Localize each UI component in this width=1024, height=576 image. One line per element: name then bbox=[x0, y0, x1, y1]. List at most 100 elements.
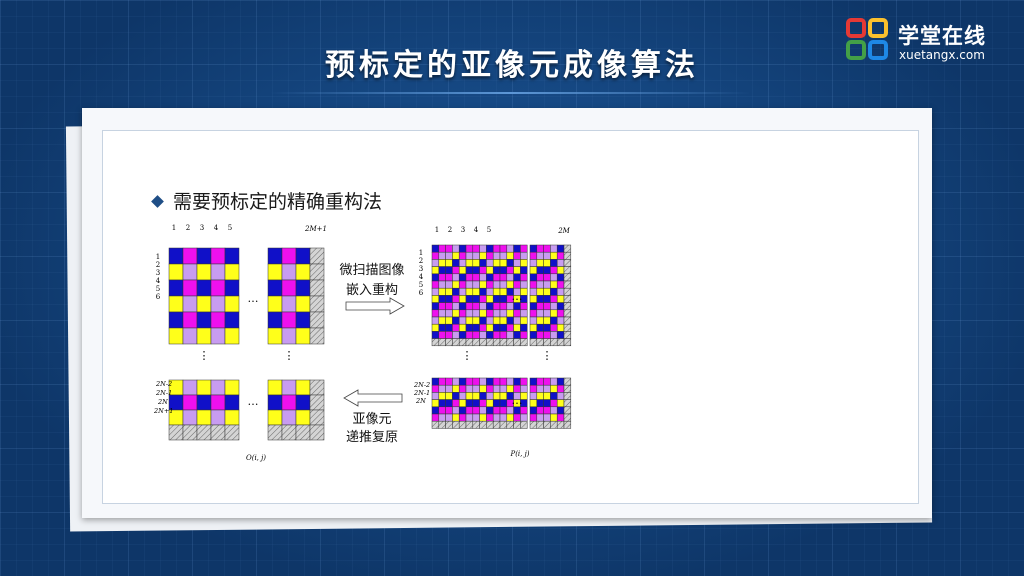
grid-cell bbox=[452, 413, 460, 422]
grid-cell bbox=[168, 263, 184, 281]
grid-cell bbox=[465, 287, 474, 296]
arrow-left-label-1: 亚像元 bbox=[352, 412, 391, 427]
xuetangx-logo[interactable]: 学堂在线 xuetangx.com bbox=[846, 18, 1016, 66]
grid-cell bbox=[520, 251, 528, 260]
grid-cell bbox=[499, 309, 508, 318]
grid-cell bbox=[550, 309, 558, 318]
grid-cell bbox=[550, 316, 558, 325]
grid-cell bbox=[438, 377, 446, 386]
grid-cell bbox=[529, 266, 538, 275]
right-last-col-label: 2M bbox=[557, 227, 570, 235]
grid-cell bbox=[513, 309, 521, 318]
grid-cell bbox=[556, 316, 565, 325]
grid-cell bbox=[536, 295, 544, 303]
grid-cell bbox=[536, 266, 544, 275]
grid-cell bbox=[295, 247, 311, 265]
grid-cell bbox=[499, 413, 508, 422]
right-caption: P(i, j) bbox=[509, 450, 529, 458]
grid-cell bbox=[465, 316, 474, 325]
grid-cell bbox=[499, 259, 508, 267]
grid-cell bbox=[452, 331, 460, 339]
grid-cell bbox=[543, 309, 551, 318]
grid-cell bbox=[529, 323, 538, 332]
right-col-num: 5 bbox=[487, 226, 491, 234]
grid-cell bbox=[563, 273, 572, 282]
grid-cell bbox=[499, 323, 508, 332]
grid-cell bbox=[556, 406, 565, 415]
grid-cell bbox=[529, 251, 538, 260]
grid-cell bbox=[563, 295, 572, 303]
grid-cell bbox=[431, 287, 440, 296]
row-num: 6 bbox=[156, 293, 161, 301]
grid-cell bbox=[499, 287, 508, 296]
grid-cell bbox=[431, 323, 440, 332]
grid-cell bbox=[486, 287, 494, 296]
grid-cell bbox=[492, 323, 501, 332]
grid-cell bbox=[520, 377, 528, 386]
grid-cell bbox=[563, 377, 572, 386]
grid-cell bbox=[479, 295, 487, 303]
right-col-num: 2 bbox=[448, 226, 452, 234]
grid-cell bbox=[168, 295, 184, 313]
grid-cell bbox=[492, 287, 501, 296]
right-col-num: 1 bbox=[435, 226, 439, 234]
grid-cell bbox=[492, 338, 501, 347]
grid-cell bbox=[513, 244, 521, 253]
grid-cell bbox=[506, 338, 514, 347]
grid-cell bbox=[438, 413, 446, 422]
grid-cell bbox=[492, 384, 501, 393]
reconstruction-diagram: 1 2 3 4 5 2M+1 1 2 3 4 5 2M 1 2 3 4 5 6 … bbox=[153, 224, 572, 462]
grid-cell bbox=[431, 251, 440, 260]
grid-cell bbox=[452, 287, 460, 296]
grid-cell bbox=[445, 406, 453, 415]
grid-cell bbox=[182, 263, 198, 281]
grid-cell bbox=[550, 280, 558, 289]
grid-cell bbox=[465, 384, 474, 393]
grid-cell bbox=[445, 244, 453, 253]
grid-cell bbox=[452, 316, 460, 325]
grid-cell bbox=[536, 413, 544, 422]
grid-cell bbox=[550, 323, 558, 332]
grid-cell bbox=[196, 424, 212, 441]
grid-cell bbox=[513, 323, 521, 332]
grid-cell bbox=[445, 413, 453, 422]
grid-cell bbox=[210, 279, 226, 297]
grid-cell bbox=[465, 273, 474, 282]
grid-cell bbox=[543, 295, 551, 303]
grid-cell bbox=[563, 392, 572, 400]
grid-cell bbox=[224, 279, 240, 297]
grid-cell bbox=[267, 327, 283, 345]
grid-cell bbox=[529, 413, 538, 422]
grid-cell bbox=[550, 273, 558, 282]
grid-cell bbox=[445, 338, 453, 347]
grid-cell bbox=[438, 406, 446, 415]
grid-cell bbox=[431, 295, 440, 303]
grid-cell bbox=[472, 316, 480, 325]
grid-cell bbox=[452, 406, 460, 415]
grid-cell bbox=[486, 273, 494, 282]
grid-cell bbox=[499, 399, 508, 408]
grid-cell bbox=[465, 392, 474, 400]
grid-cell bbox=[520, 244, 528, 253]
grid-cell bbox=[281, 424, 297, 441]
grid-cell bbox=[458, 287, 467, 296]
grid-cell bbox=[168, 424, 184, 441]
grid-cell bbox=[465, 399, 474, 408]
right-bottom-row-label: 2N-2 bbox=[413, 381, 430, 389]
grid-cell bbox=[550, 266, 558, 275]
grid-cell bbox=[479, 413, 487, 422]
grid-cell bbox=[513, 266, 521, 275]
grid-cell bbox=[563, 399, 572, 408]
right-row-num: 6 bbox=[419, 289, 424, 297]
grid-cell bbox=[452, 420, 460, 429]
grid-cell bbox=[479, 316, 487, 325]
grid-cell bbox=[431, 399, 440, 408]
grid-cell bbox=[486, 413, 494, 422]
grid-cell bbox=[543, 420, 551, 429]
grid-cell bbox=[543, 399, 551, 408]
grid-cell bbox=[513, 280, 521, 289]
grid-cell bbox=[492, 309, 501, 318]
grid-cell bbox=[210, 394, 226, 411]
grid-cell bbox=[458, 259, 467, 267]
grid-cell bbox=[452, 392, 460, 400]
